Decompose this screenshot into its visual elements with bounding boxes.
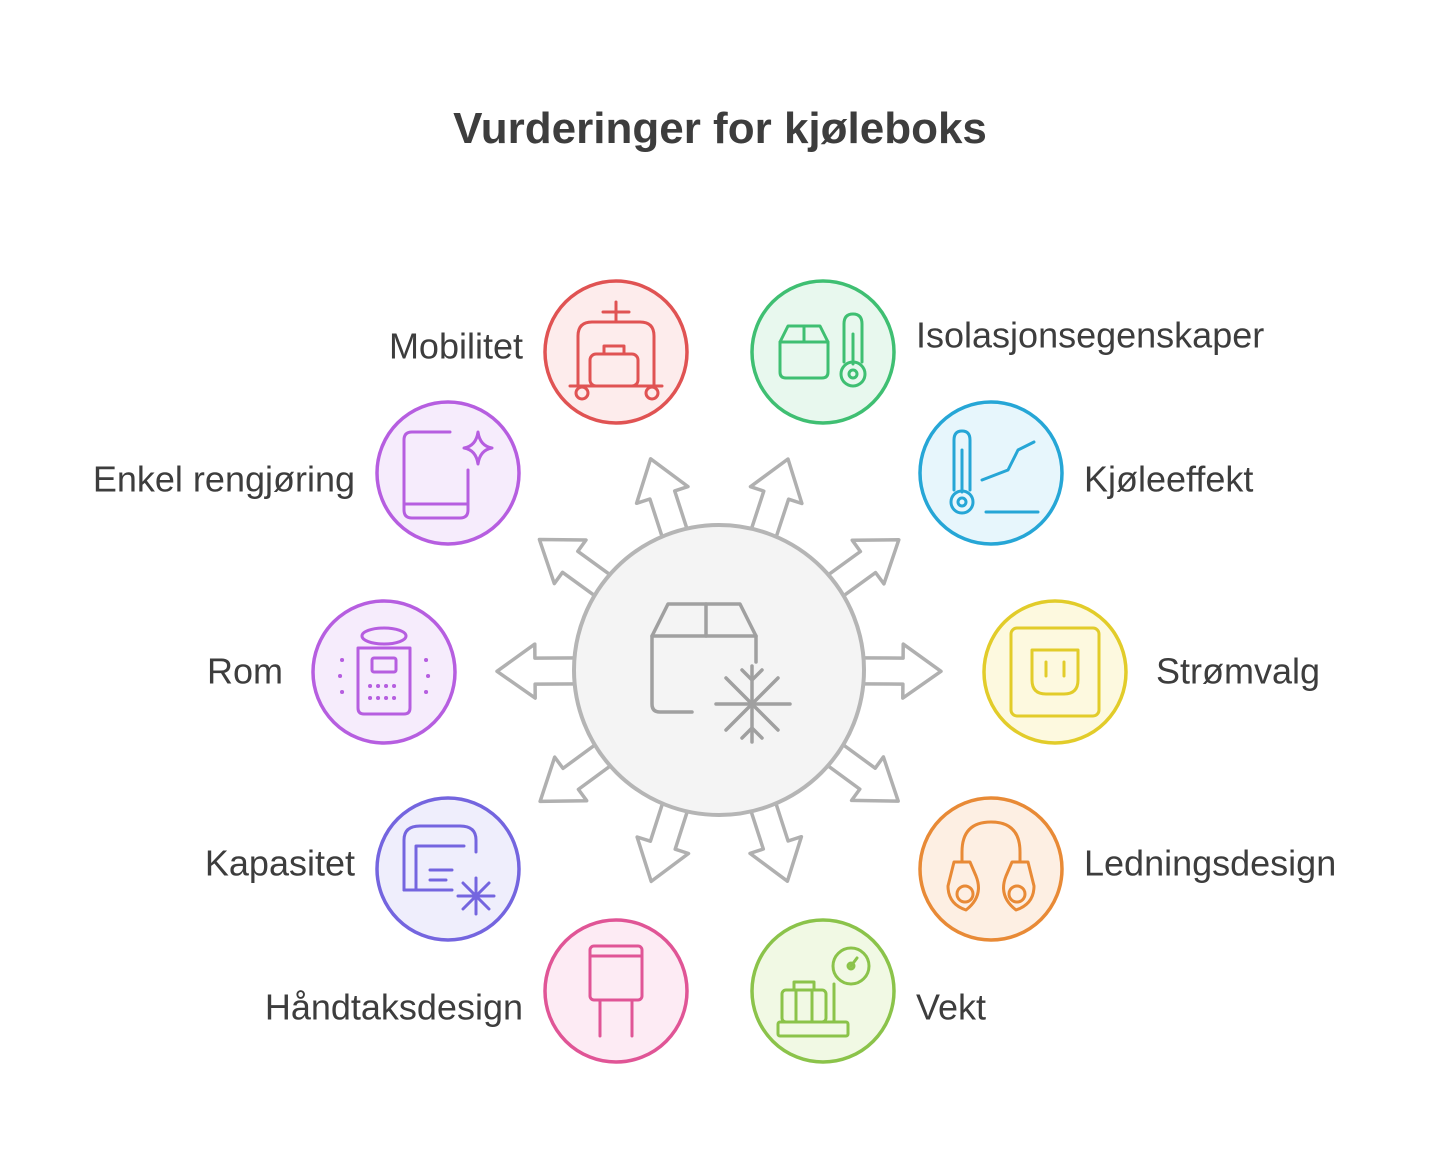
freezer-capacity-icon [402,824,496,916]
node-label-kjoleeffekt: Kjøleeffekt [1084,459,1253,500]
node-label-kapasitet: Kapasitet [205,843,355,884]
node-label-isolasjon: Isolasjonsegenskaper [916,315,1264,356]
page-title: Vurderinger for kjøleboks [453,104,987,153]
power-outlet-icon [1009,626,1101,718]
node-label-rengjoring: Enkel rengjøring [93,459,355,500]
node-circle [543,918,689,1064]
node-label-mobilitet: Mobilitet [389,326,523,367]
node-label-vekt: Vekt [916,987,986,1028]
node-stromvalg: Strømvalg [982,599,1320,745]
cable-connector-icon [946,820,1036,912]
node-circle [982,599,1128,745]
node-label-stromvalg: Strømvalg [1156,651,1320,692]
node-kapasitet: Kapasitet [205,796,521,942]
node-label-handtaksdesign: Håndtaksdesign [265,987,523,1028]
node-isolasjon: Isolasjonsegenskaper [750,279,1264,425]
node-circle [375,400,521,546]
node-circle [750,279,896,425]
node-rengjoring: Enkel rengjøring [93,400,521,546]
node-rom: Rom [207,599,457,745]
speaker-device-icon [338,626,431,716]
cooler-snowflake-icon [650,602,792,744]
sparkle-surface-icon [402,430,494,520]
center-circle [572,523,866,817]
node-handtaksdesign: Håndtaksdesign [265,918,689,1064]
node-ledningsdesign: Ledningsdesign [918,796,1336,942]
node-mobilitet: Mobilitet [389,279,689,425]
node-kjoleeffekt: Kjøleeffekt [918,400,1253,546]
luggage-cart-icon [568,300,664,401]
node-vekt: Vekt [750,918,986,1064]
luggage-scale-icon [776,946,871,1038]
node-circle [918,400,1064,546]
thermometer-graph-icon [949,429,1040,515]
node-label-rom: Rom [207,651,283,692]
handle-icon [588,944,644,1038]
box-thermometer-icon [778,312,867,388]
node-circle [918,796,1064,942]
center-hub [572,523,866,817]
node-label-ledningsdesign: Ledningsdesign [1084,843,1336,884]
